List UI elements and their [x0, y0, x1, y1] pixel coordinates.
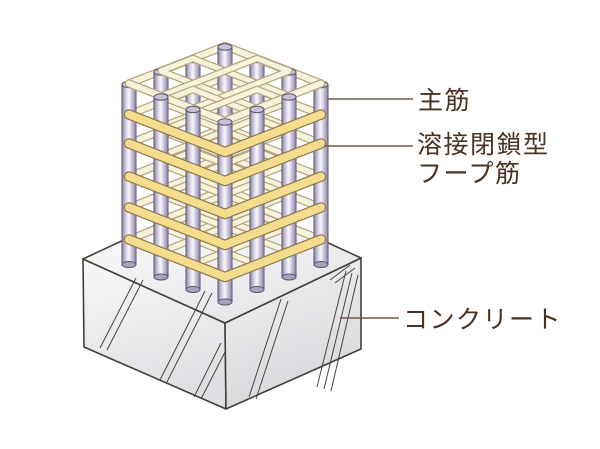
- hoop-front-band: [125, 172, 325, 218]
- concrete-hatch-lines: [99, 264, 359, 400]
- label-main-rebar: 主筋: [418, 86, 472, 115]
- label-hoop: 溶接閉鎖型 フープ筋: [417, 130, 550, 188]
- hoop-front-band: [125, 139, 325, 185]
- label-concrete: コンクリート: [403, 305, 563, 334]
- hoop-front-bands: [123, 109, 327, 283]
- label-hoop-line1: 溶接閉鎖型: [417, 130, 550, 159]
- leader-lines: [324, 98, 413, 319]
- label-hoop-line2: フープ筋: [417, 159, 522, 188]
- hoop-front-band: [125, 203, 325, 249]
- hoop-front-band: [125, 235, 325, 281]
- hoop-front-band: [125, 110, 325, 156]
